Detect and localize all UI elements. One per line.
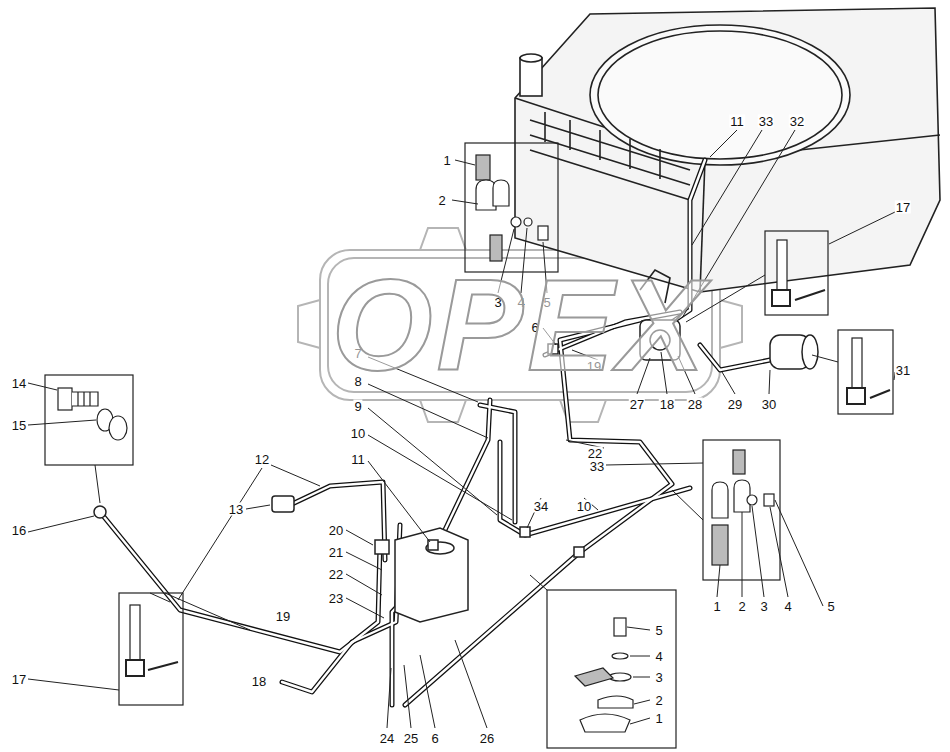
callout-number: 25 [403,732,419,745]
fuel-tank [515,8,940,303]
callout-number: 22 [328,568,344,581]
callout-number: 10 [576,500,592,513]
callout-number: 34 [533,500,549,513]
callout-number: 24 [379,732,395,745]
callout-number: 2 [654,694,663,707]
callout-number: 10 [350,427,366,440]
callout-number: 15 [11,419,27,432]
watermark: OPEX [331,260,708,390]
callout-number: 4 [783,600,792,613]
callout-number: 14 [11,377,27,390]
callout-number: 21 [328,546,344,559]
callout-number: 32 [789,115,805,128]
callout-number: 2 [437,194,446,207]
callout-number: 11 [729,115,745,128]
callout-number: 33 [758,115,774,128]
fuel-pipes [100,160,770,705]
callout-number: 11 [350,453,366,466]
callout-number: 20 [328,524,344,537]
callout-number: 13 [228,503,244,516]
callout-number: 4 [654,650,663,663]
callout-number: 18 [251,675,267,688]
callout-number: 28 [687,398,703,411]
callout-number: 26 [479,732,495,745]
callout-number: 22 [587,447,603,460]
callout-number: 5 [654,624,663,637]
callout-number: 12 [254,453,270,466]
callout-number: 18 [659,398,675,411]
callout-number: 9 [353,400,362,413]
callout-number: 1 [712,600,721,613]
inset-frames [45,143,893,748]
leader-lines [28,130,895,728]
callout-number: 1 [442,154,451,167]
callout-number: 6 [430,732,439,745]
callout-number: 3 [654,671,663,684]
callout-number: 2 [737,600,746,613]
callout-number: 29 [727,398,743,411]
callout-number: 31 [895,364,911,377]
callout-number: 30 [761,398,777,411]
callout-number: 27 [629,398,645,411]
callout-number: 16 [11,524,27,537]
callout-number: 17 [895,201,911,214]
callout-number: 19 [275,610,291,623]
callout-number: 3 [759,600,768,613]
callout-number: 33 [589,460,605,473]
callout-number: 1 [654,712,663,725]
callout-number: 5 [826,600,835,613]
callout-number: 17 [11,673,27,686]
inset-details [58,155,890,732]
callout-number: 23 [328,592,344,605]
